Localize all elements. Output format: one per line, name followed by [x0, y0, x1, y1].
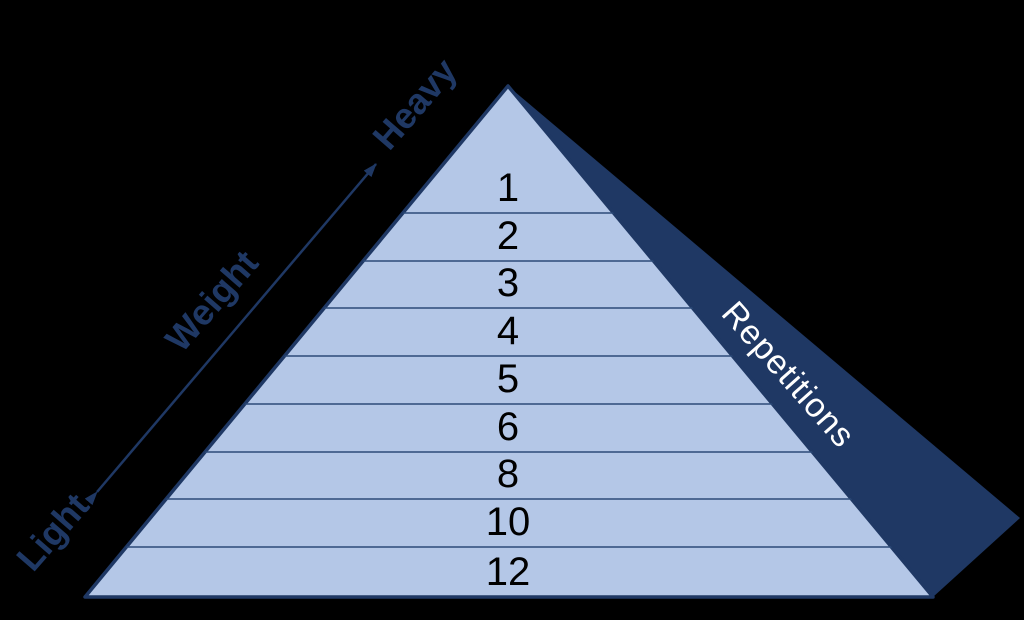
level-numbers: 1 2 3 4 5 6 8 10 12: [486, 166, 531, 594]
level-reps-label: 8: [497, 452, 519, 496]
level-reps-label: 1: [497, 166, 519, 210]
level-reps-label: 12: [486, 550, 531, 594]
level-reps-label: 3: [497, 261, 519, 305]
level-reps-label: 2: [497, 214, 519, 258]
level-reps-label: 5: [497, 357, 519, 401]
weight-axis-arrow: [84, 163, 377, 506]
level-reps-label: 4: [497, 309, 519, 353]
level-reps-label: 10: [486, 500, 531, 544]
weight-axis-label: Weight: [157, 242, 266, 359]
level-reps-label: 6: [497, 405, 519, 449]
pyramid-shadow-face: [508, 86, 1020, 597]
weight-min-label: Light: [8, 485, 97, 578]
weight-max-label: Heavy: [364, 50, 465, 157]
